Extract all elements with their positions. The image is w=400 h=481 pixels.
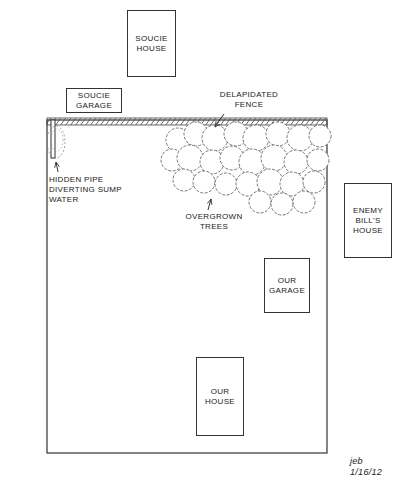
tree-canopy	[307, 149, 329, 171]
callout-label: OVERGROWN TREES	[182, 212, 246, 232]
tree-canopy	[284, 150, 308, 174]
overgrown-trees	[161, 122, 331, 215]
building-name: SOUCIE HOUSE	[131, 34, 172, 54]
garage-box: SOUCIE GARAGE	[66, 88, 122, 113]
tree-canopy	[266, 122, 290, 146]
signature: jeb 1/16/12	[349, 456, 397, 479]
tree-canopy	[193, 171, 215, 193]
building-name: OUR GARAGE	[268, 276, 306, 296]
building-name: ENEMY BILL'S HOUSE	[348, 206, 388, 236]
garage-box: OUR GARAGE	[264, 258, 310, 313]
house-box: ENEMY BILL'S HOUSE	[344, 183, 392, 258]
tree-canopy	[303, 171, 325, 193]
lot-outline	[47, 120, 327, 453]
tree-canopy	[271, 193, 293, 215]
tree-canopy	[173, 169, 195, 191]
building-name: SOUCIE GARAGE	[70, 91, 118, 111]
house-box: OUR HOUSE	[196, 357, 244, 436]
tree-canopy	[243, 125, 269, 151]
tree-canopy	[177, 145, 203, 171]
sump-pipe	[47, 120, 65, 158]
building-name: OUR HOUSE	[200, 387, 240, 407]
tree-canopy	[215, 173, 237, 195]
tree-canopy	[293, 191, 315, 213]
tree-canopy	[202, 125, 228, 151]
tree-canopy	[309, 125, 331, 147]
house-box: SOUCIE HOUSE	[127, 10, 176, 77]
callout-label: HIDDEN PIPE DIVERTING SUMP WATER	[48, 175, 124, 205]
tree-canopy	[249, 191, 271, 213]
tree-canopy	[239, 149, 265, 175]
tree-canopy	[261, 145, 287, 171]
callout-label: DELAPIDATED FENCE	[206, 90, 292, 110]
